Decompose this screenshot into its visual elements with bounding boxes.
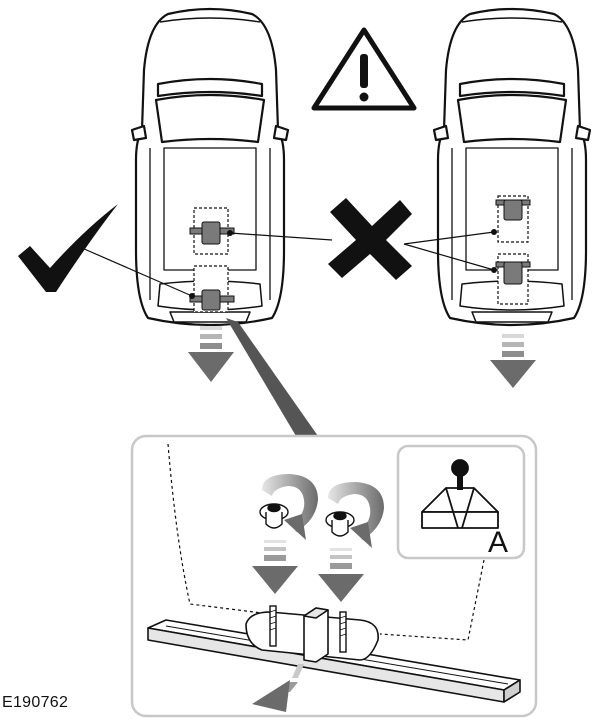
left-vehicle	[130, 7, 290, 327]
install-arrow-right	[318, 548, 364, 602]
right-nut	[325, 511, 355, 537]
inset-a-panel: A	[396, 444, 526, 560]
install-arrow-left	[252, 540, 298, 594]
callout-label-a: A	[488, 526, 508, 559]
cross-leader-lines	[229, 231, 495, 271]
rotate-arrow-right-icon	[328, 482, 384, 548]
warning-triangle-icon	[311, 27, 417, 111]
left-rear-bracket	[189, 265, 235, 313]
left-forward-arrow	[188, 326, 234, 382]
cross-mark-icon	[328, 198, 412, 280]
right-upper-bracket	[491, 195, 531, 243]
check-mark-icon	[18, 204, 118, 292]
threaded-studs	[269, 605, 347, 653]
right-vehicle	[432, 7, 592, 327]
right-lower-bracket	[491, 253, 531, 305]
image-reference-code: E190762	[2, 694, 69, 711]
cap-icon	[421, 459, 499, 529]
body-outline-dashed	[167, 443, 485, 641]
check-leader-line	[81, 247, 193, 297]
left-nut	[259, 503, 289, 529]
rotate-arrow-left-icon	[262, 474, 318, 540]
detail-pointer	[226, 318, 318, 436]
left-front-bracket	[189, 207, 235, 255]
right-forward-arrow	[490, 334, 536, 388]
detail-forward-arrow	[252, 664, 304, 712]
